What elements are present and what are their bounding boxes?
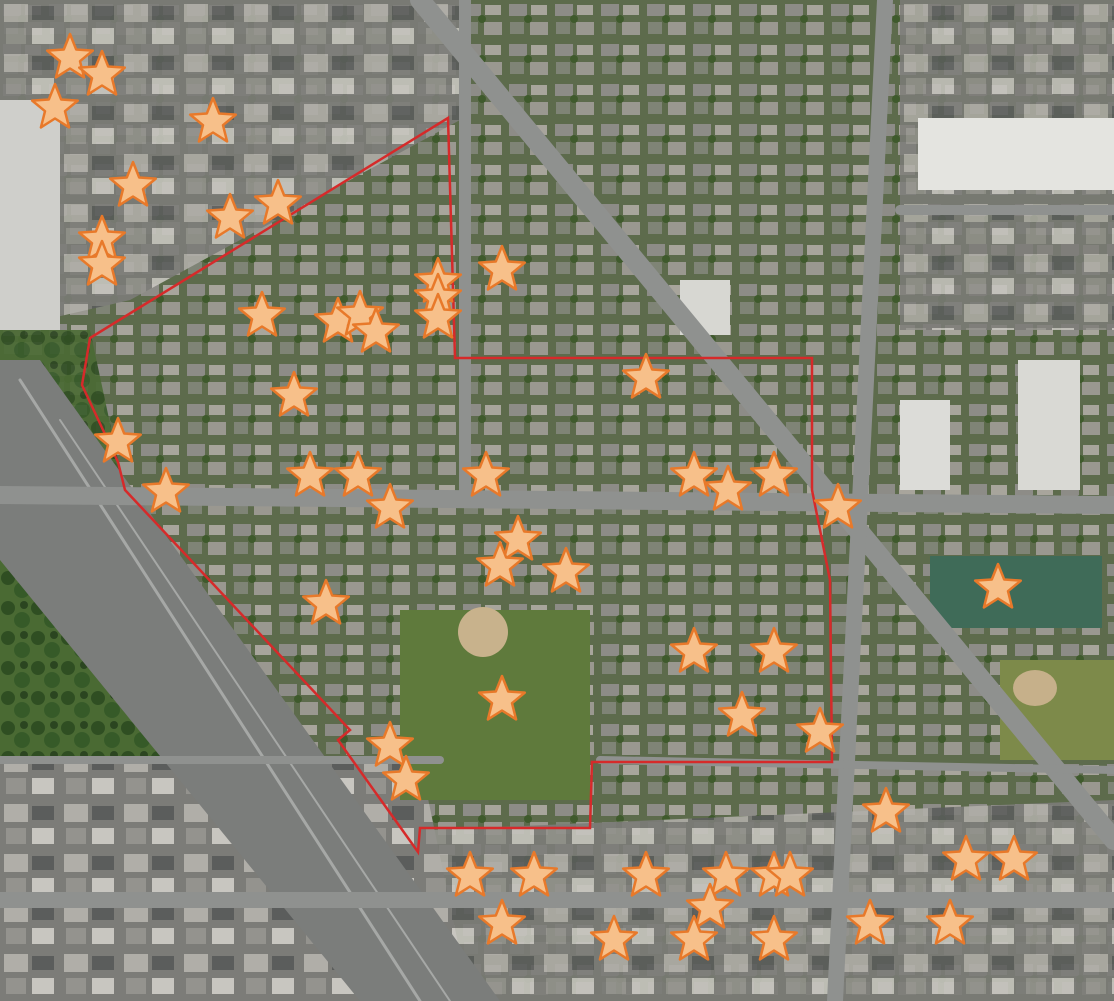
star-icon[interactable] xyxy=(333,450,383,497)
star-icon[interactable] xyxy=(509,850,559,897)
star-icon[interactable] xyxy=(989,834,1039,881)
star-icon[interactable] xyxy=(351,306,401,353)
star-icon[interactable] xyxy=(477,674,527,721)
star-icon[interactable] xyxy=(141,466,191,513)
star-icon[interactable] xyxy=(381,754,431,801)
star-icon[interactable] xyxy=(941,834,991,881)
star-icon[interactable] xyxy=(669,626,719,673)
star-icon[interactable] xyxy=(845,898,895,945)
star-icon[interactable] xyxy=(269,370,319,417)
star-icon[interactable] xyxy=(925,898,975,945)
star-icon[interactable] xyxy=(795,706,845,753)
star-icon[interactable] xyxy=(621,352,671,399)
star-icon[interactable] xyxy=(973,562,1023,609)
star-icon[interactable] xyxy=(108,160,158,207)
star-icon[interactable] xyxy=(493,514,543,561)
star-icon[interactable] xyxy=(541,546,591,593)
star-icon[interactable] xyxy=(445,850,495,897)
star-icon[interactable] xyxy=(413,292,463,339)
star-icon[interactable] xyxy=(237,290,287,337)
star-icon[interactable] xyxy=(475,540,525,587)
star-icon[interactable] xyxy=(461,450,511,497)
star-icon[interactable] xyxy=(188,96,238,143)
star-icon[interactable] xyxy=(477,898,527,945)
star-icon[interactable] xyxy=(45,32,95,79)
star-icon[interactable] xyxy=(749,914,799,961)
star-markers xyxy=(30,32,1039,961)
star-icon[interactable] xyxy=(701,850,751,897)
star-icon[interactable] xyxy=(205,192,255,239)
star-icon[interactable] xyxy=(285,450,335,497)
star-icon[interactable] xyxy=(365,720,415,767)
star-icon[interactable] xyxy=(77,239,127,286)
star-icon[interactable] xyxy=(703,464,753,511)
star-icon[interactable] xyxy=(861,786,911,833)
star-icon[interactable] xyxy=(685,882,735,929)
star-icon[interactable] xyxy=(253,178,303,225)
star-icon[interactable] xyxy=(30,82,80,129)
star-icon[interactable] xyxy=(749,626,799,673)
star-icon[interactable] xyxy=(589,914,639,961)
star-icon[interactable] xyxy=(669,914,719,961)
star-icon[interactable] xyxy=(749,450,799,497)
star-icon[interactable] xyxy=(765,850,815,897)
star-icon[interactable] xyxy=(621,850,671,897)
star-icon[interactable] xyxy=(813,482,863,529)
star-icon[interactable] xyxy=(93,416,143,463)
star-icon[interactable] xyxy=(77,49,127,96)
star-icon[interactable] xyxy=(477,244,527,291)
star-icon[interactable] xyxy=(717,690,767,737)
star-icon[interactable] xyxy=(669,450,719,497)
star-icon[interactable] xyxy=(301,578,351,625)
star-icon[interactable] xyxy=(365,482,415,529)
